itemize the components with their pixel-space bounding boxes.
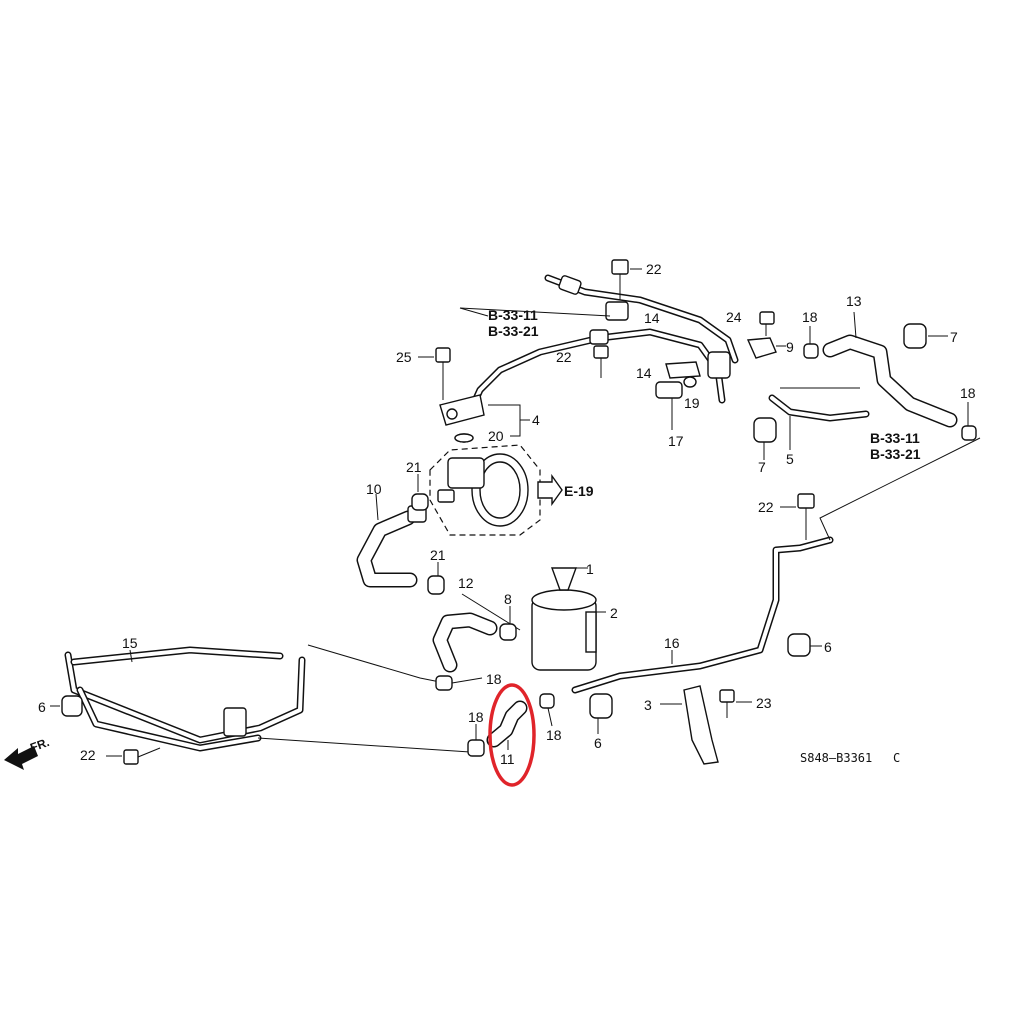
clamp-21-lower — [427, 562, 445, 595]
diagram-code: S848–B3361 — [800, 751, 872, 765]
diagram-code-suffix: C — [893, 751, 900, 765]
ref-label-pump: E-19 — [564, 483, 594, 499]
return-line-16 — [571, 437, 981, 694]
label-part-7-upper: 7 — [950, 329, 958, 345]
label-part-23: 23 — [756, 695, 772, 711]
ref-label-top-2: B-33-21 — [488, 323, 539, 339]
bolt-22-right — [780, 493, 815, 540]
hose-11 — [486, 700, 528, 750]
label-part-22-center: 22 — [556, 349, 572, 365]
bolt-23 — [719, 689, 752, 718]
bracket-6-middle — [589, 693, 613, 734]
label-part-14-lower: 14 — [636, 365, 652, 381]
label-part-18-right-bottom: 18 — [960, 385, 976, 401]
label-part-20: 20 — [488, 428, 504, 444]
front-direction-label: FR. — [28, 735, 51, 755]
bracket-3 — [660, 685, 719, 765]
bolt-22-left — [106, 747, 161, 765]
label-part-18-lower-right: 18 — [546, 727, 562, 743]
bolt-22-center — [593, 345, 609, 378]
label-part-2: 2 — [610, 605, 618, 621]
label-part-4: 4 — [532, 412, 540, 428]
label-part-6-left: 6 — [38, 699, 46, 715]
label-part-18-lower-left: 18 — [468, 709, 484, 725]
label-part-8: 8 — [504, 591, 512, 607]
label-part-9: 9 — [786, 339, 794, 355]
clamp-21-upper — [411, 474, 429, 511]
label-part-21-lower: 21 — [430, 547, 446, 563]
ref-top-leader — [459, 307, 489, 317]
label-part-7-lower: 7 — [758, 459, 766, 475]
label-part-5: 5 — [786, 451, 794, 467]
label-part-18-lower-top: 18 — [486, 671, 502, 687]
label-part-25: 25 — [396, 349, 412, 365]
reservoir-2 — [531, 567, 606, 671]
ref-top-leader-line — [459, 307, 611, 317]
bracket-7-lower — [753, 417, 777, 460]
label-part-3: 3 — [644, 697, 652, 713]
ref-label-right-2: B-33-21 — [870, 446, 921, 462]
clamp-18-right-top — [803, 326, 819, 359]
label-part-22-left: 22 — [80, 747, 96, 763]
label-part-14-upper: 14 — [644, 310, 660, 326]
label-part-10: 10 — [366, 481, 382, 497]
joint-14-17-19 — [454, 361, 701, 443]
label-part-17: 17 — [668, 433, 684, 449]
label-part-1: 1 — [586, 561, 594, 577]
front-direction-arrow: FR. — [4, 735, 51, 770]
bracket-6-right — [787, 633, 822, 657]
ref-label-top-1: B-33-11 — [488, 307, 538, 323]
bracket-4 — [418, 347, 530, 443]
clamp-18-lower-top — [435, 675, 483, 691]
label-part-24: 24 — [726, 309, 742, 325]
label-part-16: 16 — [664, 635, 680, 651]
label-part-11: 11 — [500, 751, 515, 767]
label-part-6-right: 6 — [824, 639, 832, 655]
bracket-9 — [746, 337, 786, 359]
upper-pressure-line — [466, 274, 739, 416]
line-5 — [768, 387, 870, 450]
label-part-19: 19 — [684, 395, 700, 411]
clamp-18-right-bottom — [961, 402, 977, 441]
label-part-6-middle: 6 — [594, 735, 602, 751]
label-part-22-top: 22 — [646, 261, 662, 277]
power-steering-pump — [429, 444, 563, 536]
label-part-22-right: 22 — [758, 499, 774, 515]
clamp-18-lower-left — [467, 724, 485, 757]
highlight-circle — [488, 683, 536, 787]
label-part-12: 12 — [458, 575, 474, 591]
bracket-7-upper — [903, 323, 948, 349]
label-part-21-upper: 21 — [406, 459, 422, 475]
bolt-24 — [759, 311, 775, 336]
label-part-15: 15 — [122, 635, 138, 651]
label-part-18-right-top: 18 — [802, 309, 818, 325]
clamp-18-lower-right — [539, 693, 555, 727]
hose-13 — [822, 311, 958, 428]
clamp-8 — [499, 606, 517, 641]
ref-label-right-1: B-33-11 — [870, 430, 920, 446]
pipe-assembly-15 — [64, 644, 471, 753]
bracket-6-left — [50, 695, 83, 717]
bolt-22-top — [611, 259, 642, 300]
label-part-13: 13 — [846, 293, 862, 309]
